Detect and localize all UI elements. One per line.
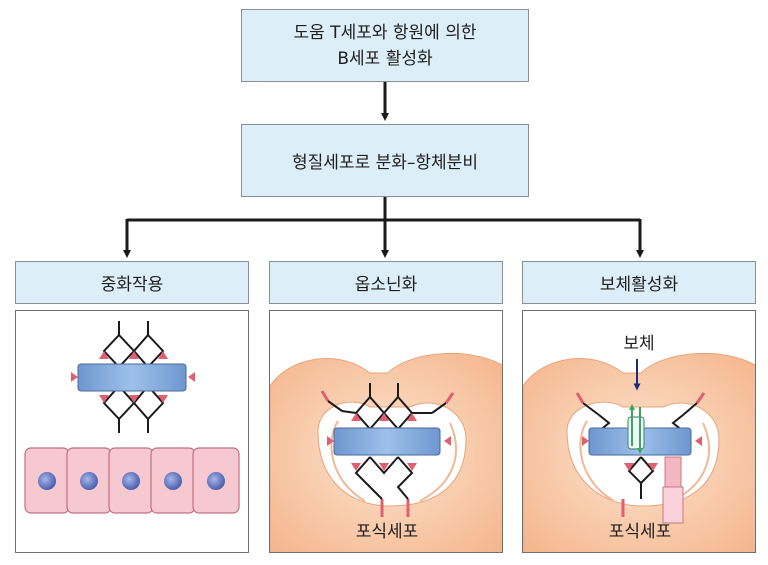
antibody-tips [327,413,451,471]
fc-receptors [575,392,706,517]
phagocyte-label: 포식세포 [609,522,672,542]
opsonization-illustration: 포식세포 [270,311,502,552]
antibody-network [102,321,165,433]
b-cell-activation-line1: 도움 T세포와 항원에 의한 [293,22,477,43]
plasma-cell-box: 형질세포로 분화–항체분비 [241,124,529,197]
complement-header: 보체활성화 [522,261,756,304]
b-cell-activation-box: 도움 T세포와 항원에 의한 B세포 활성화 [241,9,529,82]
antibody-tips [71,351,195,403]
complement-pore [627,416,645,450]
opsonization-panel: 포식세포 [269,310,503,553]
complement-illustration: 보체 포식세포 [523,311,755,552]
plasma-cell-label: 형질세포로 분화–항체분비 [292,153,478,173]
neutralization-illustration [24,321,240,514]
complement-panel: 보체 포식세포 [522,310,756,553]
antibody-network [327,383,447,500]
antigen-particle [333,427,441,456]
phagocyte-label: 포식세포 [356,522,419,542]
fc-receptors [320,390,455,517]
host-cells [24,447,240,514]
neutralization-panel [15,310,249,553]
b-cell-activation-line2: B세포 활성화 [337,48,433,69]
opsonization-header: 옵소닌화 [269,261,503,304]
phagocyte-body [270,352,502,552]
neutralization-header: 중화작용 [15,261,249,304]
complement-label: 보체 [623,334,654,354]
neutralization-title: 중화작용 [100,275,164,295]
complement-title: 보체활성화 [599,275,679,295]
antigen-particle [77,363,187,392]
opsonization-title: 옵소닌화 [354,275,418,295]
